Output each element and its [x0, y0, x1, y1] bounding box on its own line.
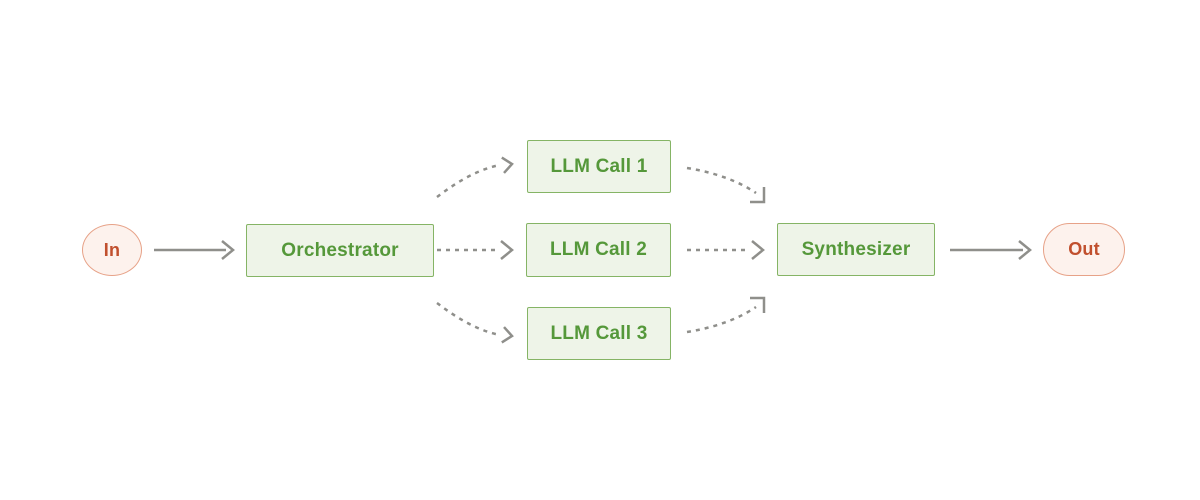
node-llm-call-3: LLM Call 3	[527, 307, 671, 360]
node-synthesizer: Synthesizer	[777, 223, 935, 276]
node-synthesizer-label: Synthesizer	[801, 238, 911, 260]
edge-orchestrator-to-llm-call-2	[437, 240, 514, 260]
node-llm-call-2-label: LLM Call 2	[549, 239, 647, 260]
node-llm-call-3-label: LLM Call 3	[550, 322, 648, 344]
edge-orchestrator-to-llm-call-1	[436, 156, 514, 198]
edge-orchestrator-to-llm-call-3	[436, 302, 514, 344]
edge-llm-call-1-to-synthesizer	[686, 166, 766, 204]
edge-llm-call-3-to-synthesizer	[686, 296, 766, 334]
node-llm-call-1: LLM Call 1	[527, 140, 671, 193]
node-llm-call-2: LLM Call 2	[526, 223, 671, 277]
edge-in-to-orchestrator	[154, 240, 235, 260]
edge-synthesizer-to-out	[950, 240, 1032, 260]
edge-llm-call-2-to-synthesizer	[687, 240, 765, 260]
node-out: Out	[1043, 223, 1125, 276]
node-llm-call-1-label: LLM Call 1	[550, 155, 648, 177]
node-orchestrator: Orchestrator	[246, 224, 434, 277]
node-in-label: In	[103, 239, 121, 260]
node-in: In	[82, 224, 142, 276]
node-orchestrator-label: Orchestrator	[281, 239, 399, 261]
node-out-label: Out	[1068, 239, 1100, 259]
